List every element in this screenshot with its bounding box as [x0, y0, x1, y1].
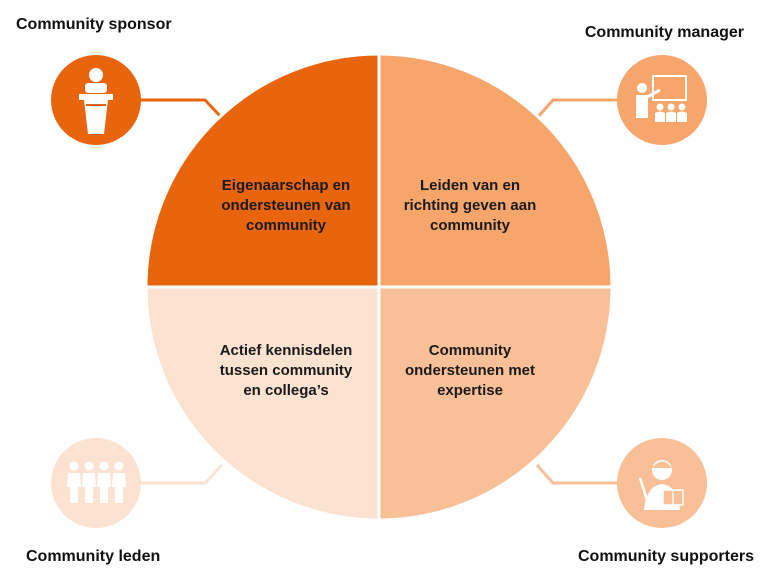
quadrant-text-top-left: Eigenaarschap en ondersteunen van commun…: [201, 176, 371, 236]
quadrant-text-line: ondersteunen van: [221, 197, 351, 214]
role-label-supporters: Community supporters: [577, 548, 754, 565]
expert-with-book-icon: [617, 438, 707, 528]
role-label-leden: Community leden: [26, 548, 161, 565]
quadrant-text-line: Community: [428, 342, 512, 359]
quadrant-text-line: community: [429, 217, 510, 234]
quadrant-text-line: Eigenaarschap en: [221, 177, 351, 194]
quadrant-top-left: [144, 52, 381, 289]
connector-manager: [535, 98, 620, 119]
group-of-people-icon: [51, 438, 141, 528]
quadrant-text-line: Actief kennisdelen: [219, 342, 353, 359]
presenter-audience-icon: [617, 55, 707, 145]
quadrant-text-line: ondersteunen met: [404, 362, 536, 379]
connector-supporters: [535, 464, 620, 485]
quadrant-text-line: community: [245, 217, 326, 234]
quadrant-text-bottom-right: Community ondersteunen met expertise: [385, 341, 555, 401]
quadrant-text-line: Leiden van en: [419, 177, 521, 194]
quadrant-top-right: [377, 52, 614, 289]
quadrant-bottom-right: [377, 285, 614, 522]
quadrant-text-top-right: Leiden van en richting geven aan communi…: [385, 176, 555, 236]
quadrant-text-line: tussen community: [219, 362, 353, 379]
quadrant-text-line: richting geven aan: [403, 197, 537, 214]
role-label-sponsor: Community sponsor: [16, 16, 172, 33]
speaker-podium-icon: [51, 55, 141, 145]
quadrant-text-line: expertise: [437, 382, 503, 399]
role-label-manager: Community manager: [584, 24, 744, 41]
quadrant-text-bottom-left: Actief kennisdelen tussen community en c…: [201, 341, 371, 401]
quadrant-text-line: en collega’s: [243, 382, 329, 399]
connector-sponsor: [126, 98, 224, 120]
connector-leden: [126, 463, 224, 485]
quadrant-bottom-left: [144, 285, 381, 522]
